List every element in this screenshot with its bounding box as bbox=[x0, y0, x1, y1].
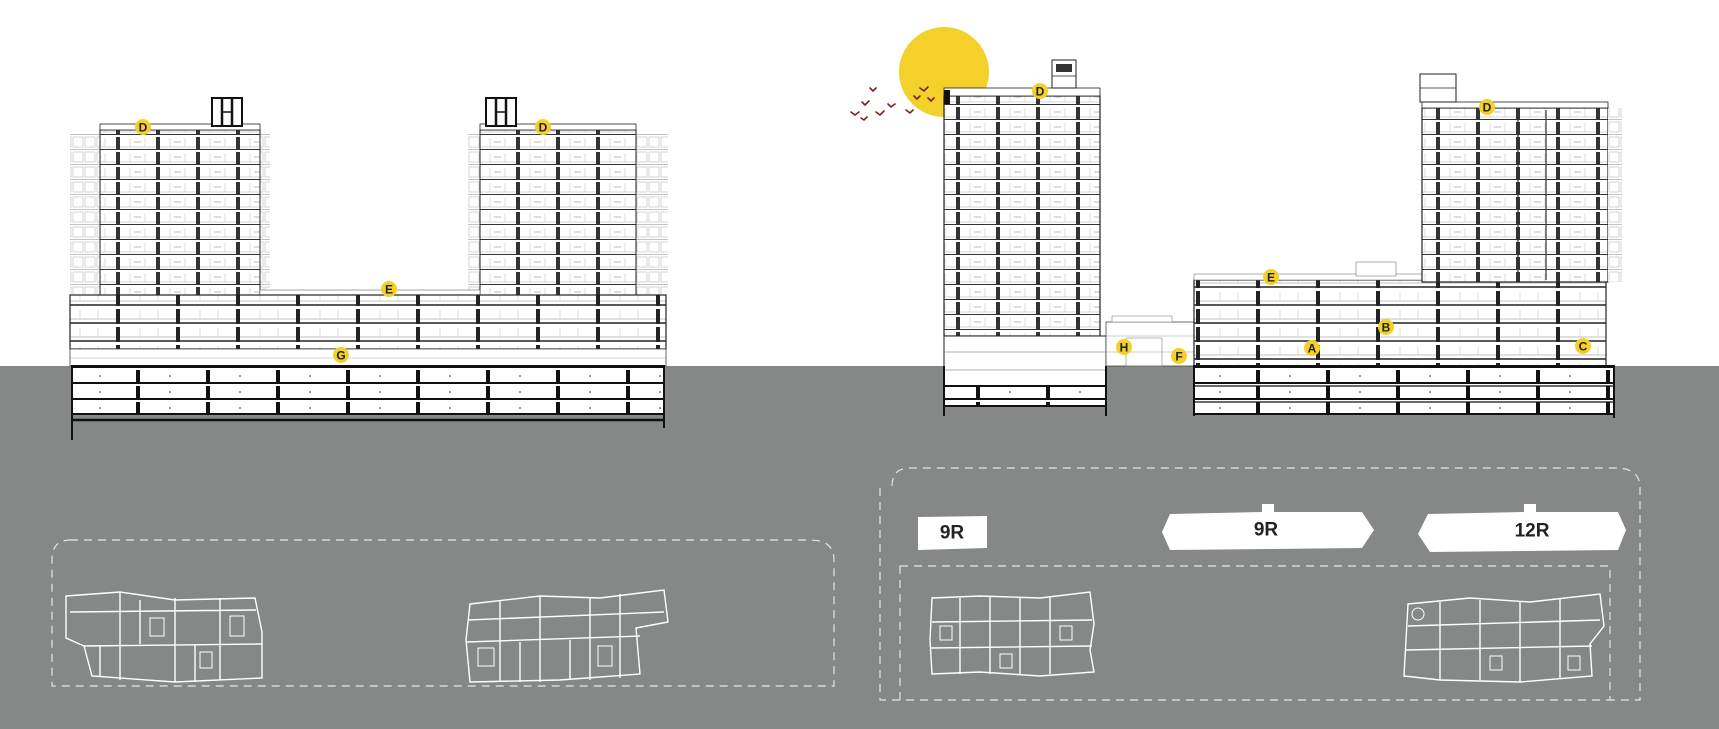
zone-marker-label: G bbox=[336, 349, 345, 363]
zone-marker-dot bbox=[1575, 338, 1591, 354]
zone-marker-label: A bbox=[1308, 342, 1317, 356]
left-podium bbox=[69, 294, 667, 350]
plan-left-1 bbox=[65, 591, 263, 683]
zone-marker-d: D bbox=[1479, 99, 1495, 115]
floor-tag-label: 9R bbox=[940, 523, 965, 544]
zone-marker-dot bbox=[1304, 340, 1320, 356]
birds-icon bbox=[850, 86, 935, 122]
zone-marker-c: C bbox=[1575, 338, 1591, 354]
zone-marker-g: G bbox=[333, 347, 349, 363]
left-tower-2-ghost-left bbox=[468, 134, 480, 294]
zone-marker-dot bbox=[535, 119, 551, 135]
left-tower-2-ghost bbox=[636, 134, 668, 294]
zone-marker-label: C bbox=[1579, 340, 1588, 354]
left-building-section bbox=[69, 97, 668, 440]
zone-marker-label: D bbox=[139, 121, 148, 135]
zone-marker-label: B bbox=[1382, 321, 1391, 335]
plan-right-2 bbox=[1403, 593, 1605, 683]
zone-marker-f: F bbox=[1171, 348, 1187, 364]
zone-marker-dot bbox=[1479, 99, 1495, 115]
zone-marker-dot bbox=[135, 119, 151, 135]
zone-marker-dot bbox=[1171, 348, 1187, 364]
zone-marker-label: E bbox=[1267, 271, 1275, 285]
right-podium bbox=[1193, 261, 1615, 418]
zone-marker-label: D bbox=[1036, 85, 1045, 99]
left-ground-floor bbox=[69, 348, 667, 367]
zone-marker-b: B bbox=[1378, 319, 1394, 335]
zone-marker-e: E bbox=[1263, 269, 1279, 285]
zone-marker-a: A bbox=[1304, 340, 1320, 356]
zone-marker-label: F bbox=[1175, 350, 1182, 364]
left-tower-1-ghost-right bbox=[260, 134, 270, 294]
plan-left-2 bbox=[465, 589, 669, 683]
zone-marker-label: E bbox=[385, 283, 393, 297]
left-podium-roof bbox=[259, 289, 481, 296]
left-basement bbox=[71, 365, 665, 415]
zone-marker-dot bbox=[1263, 269, 1279, 285]
floor-tags-outline bbox=[879, 467, 1641, 701]
zone-marker-label: D bbox=[539, 121, 548, 135]
left-core-2 bbox=[485, 97, 517, 127]
plan-right-1 bbox=[929, 591, 1095, 677]
zone-marker-d: D bbox=[1032, 83, 1048, 99]
floor-tag-label: 12R bbox=[1515, 521, 1550, 542]
zone-marker-d: D bbox=[135, 119, 151, 135]
floor-tags: 9R 9R 12R bbox=[940, 520, 1550, 544]
floor-tag-shapes bbox=[918, 504, 1626, 552]
left-tower-1 bbox=[99, 129, 261, 296]
left-tower-2 bbox=[479, 129, 637, 296]
left-plans-outline bbox=[51, 539, 835, 687]
zone-marker-label: D bbox=[1483, 101, 1492, 115]
left-core-1 bbox=[211, 97, 243, 127]
right-tower-2 bbox=[1419, 73, 1622, 283]
zone-marker-e: E bbox=[381, 281, 397, 297]
floor-tag-label: 9R bbox=[1254, 520, 1279, 541]
left-tower-1-ghost bbox=[70, 134, 100, 294]
zone-markers: D D E G D D E B A C H F bbox=[135, 83, 1591, 364]
zone-marker-dot bbox=[1116, 339, 1132, 355]
zone-marker-d: D bbox=[535, 119, 551, 135]
zone-marker-h: H bbox=[1116, 339, 1132, 355]
zone-marker-dot bbox=[1378, 319, 1394, 335]
zone-marker-dot bbox=[381, 281, 397, 297]
right-tower-1 bbox=[943, 59, 1107, 416]
zone-marker-dot bbox=[333, 347, 349, 363]
zone-marker-label: H bbox=[1120, 341, 1129, 355]
zone-marker-dot bbox=[1032, 83, 1048, 99]
